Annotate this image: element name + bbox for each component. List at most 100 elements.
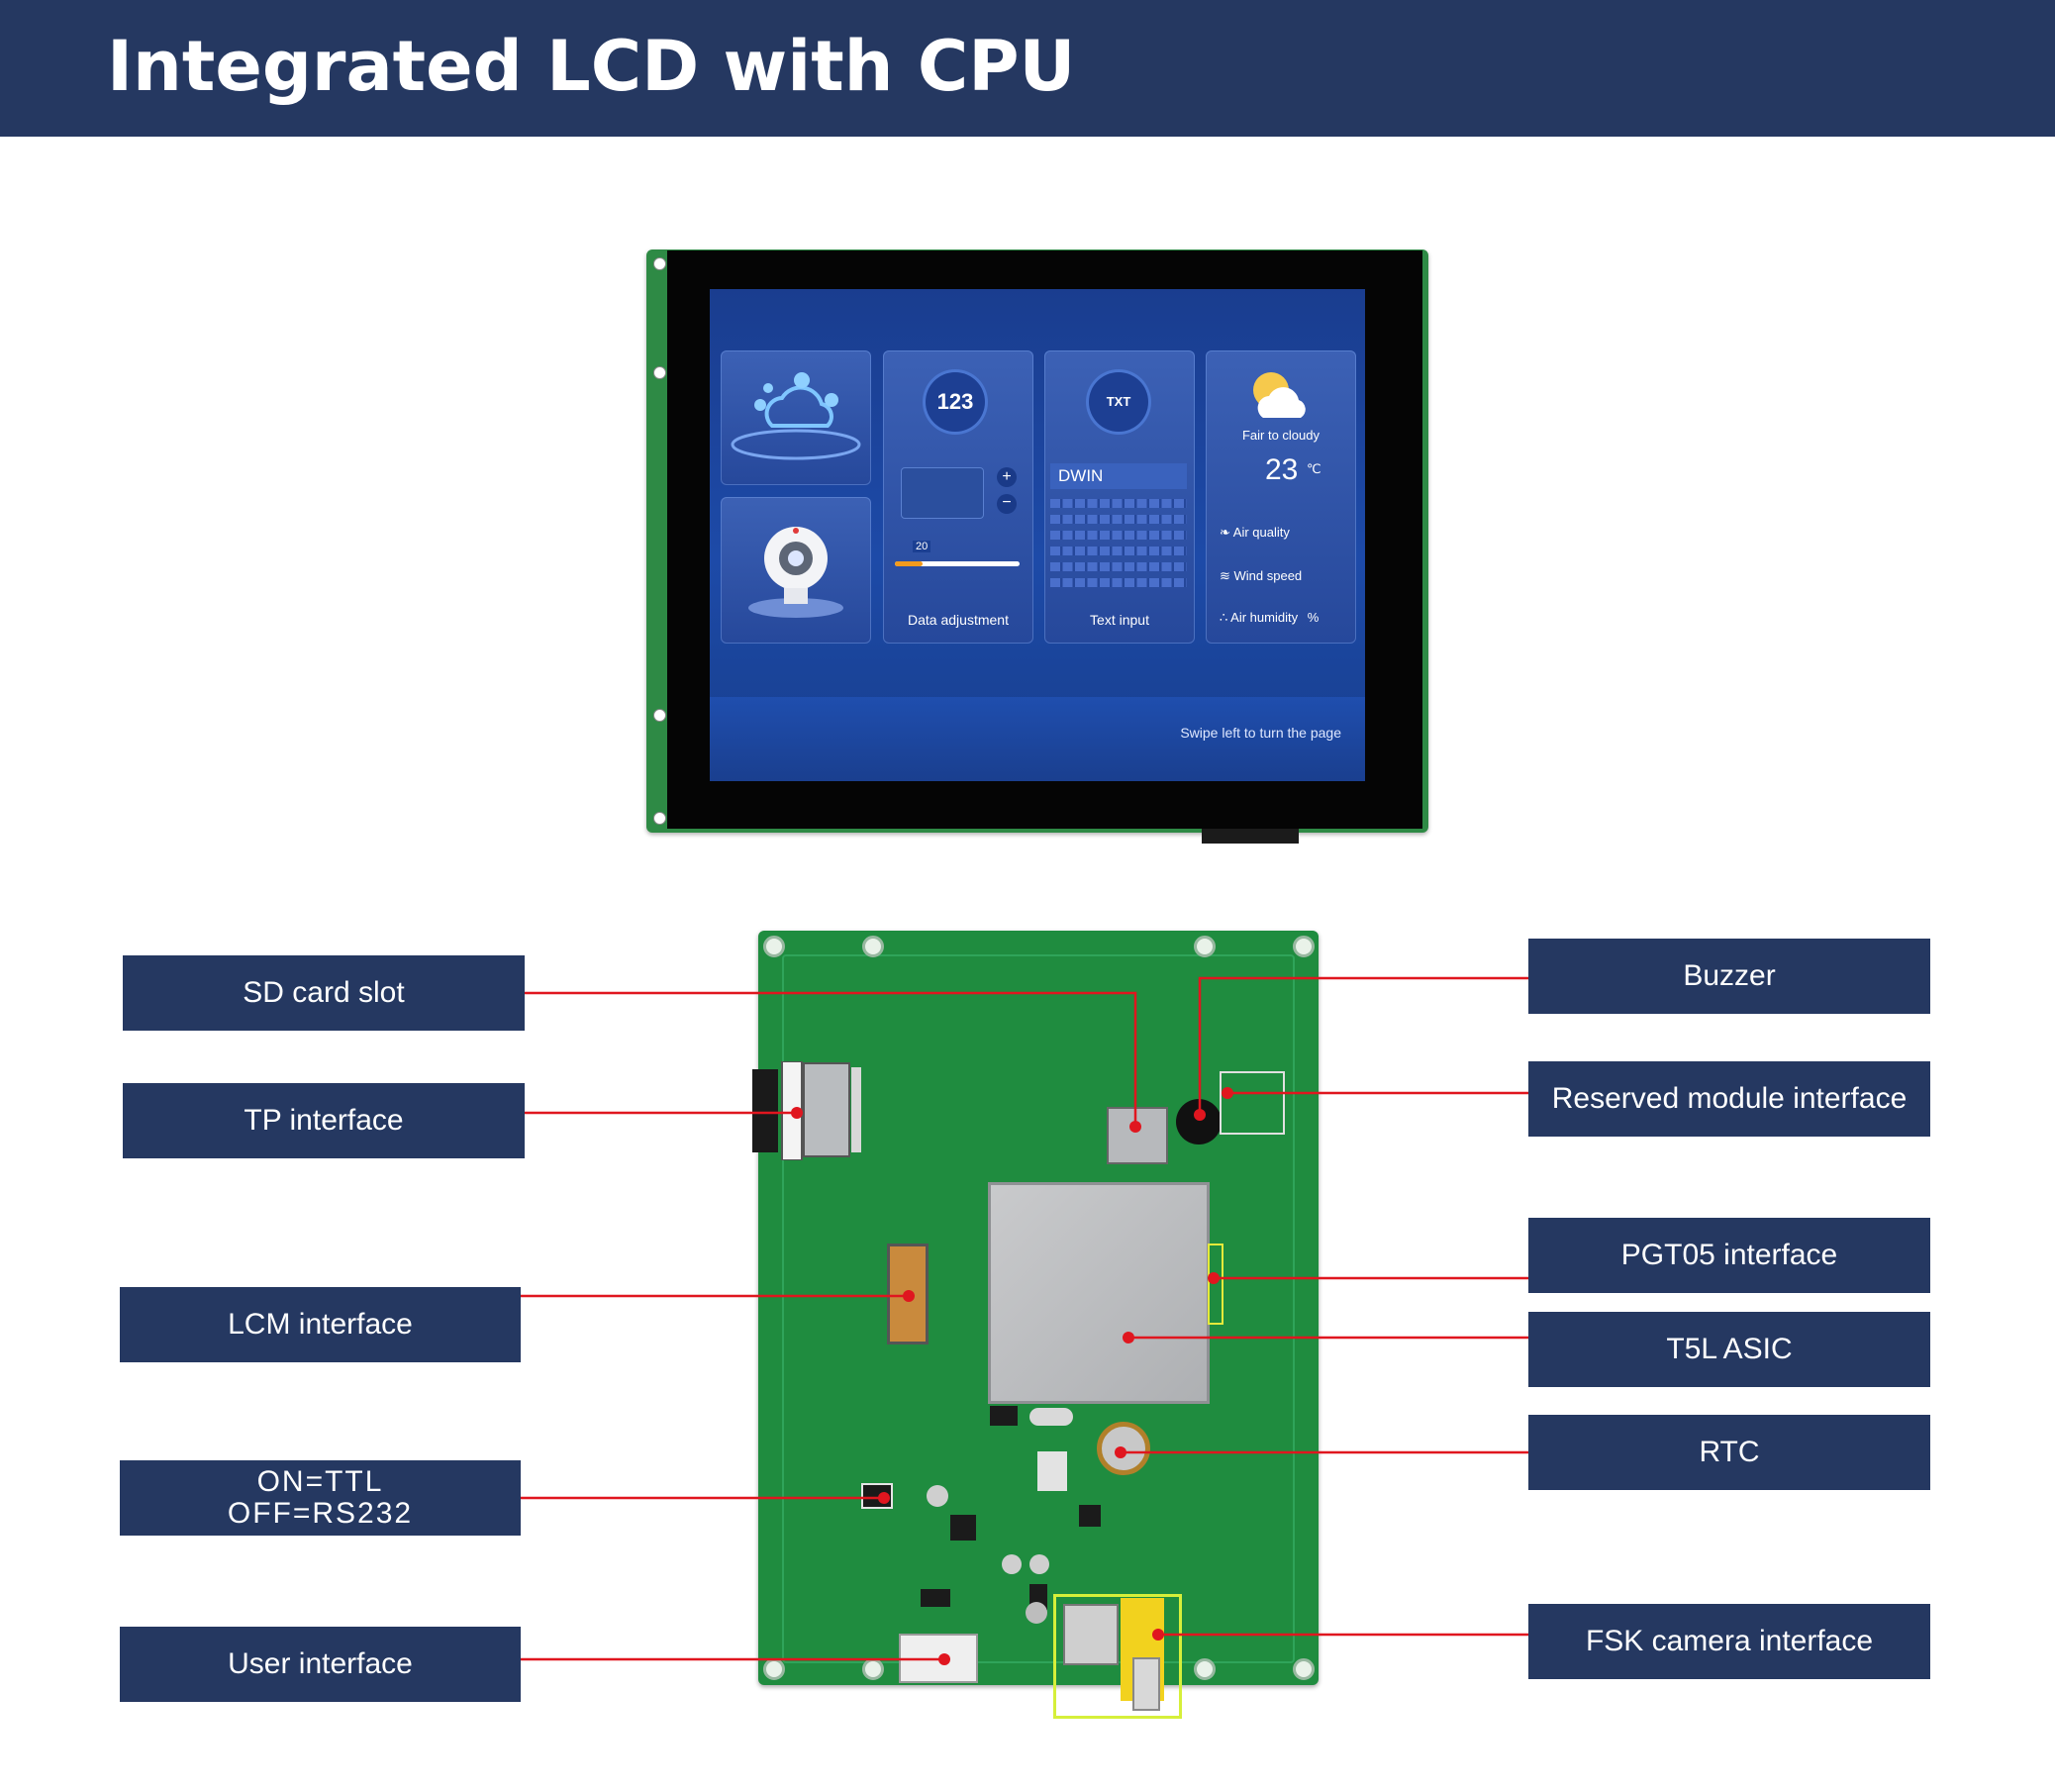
fsk-highlight-box [1053, 1594, 1182, 1719]
value-display [901, 467, 984, 519]
label-tp-interface: TP interface [123, 1083, 525, 1158]
mounting-hole [653, 709, 666, 722]
pcb-mounting-hole [1293, 936, 1315, 957]
cloud-network-icon [731, 372, 861, 460]
label-text: SD card slot [243, 976, 405, 1009]
ic-chip [921, 1589, 950, 1607]
leader-dot [938, 1653, 950, 1665]
inductor [1037, 1451, 1067, 1491]
pcb-silkscreen-outline [782, 954, 1295, 1663]
air-quality-label: Air quality [1232, 525, 1290, 540]
leaf-icon: ❧ [1220, 525, 1233, 540]
air-quality-row: ❧ Air quality [1220, 525, 1290, 541]
label-text: TP interface [244, 1104, 404, 1137]
tp-connector [752, 1061, 861, 1160]
slider-fill [895, 561, 923, 566]
pgt05-header [1208, 1244, 1223, 1325]
card-label: Text input [1090, 612, 1149, 628]
temperature-unit: ℃ [1307, 461, 1321, 476]
mounting-hole [653, 812, 666, 825]
weather-card[interactable]: Fair to cloudy 23 ℃ ❧ Air quality ≋ Wind… [1206, 350, 1356, 644]
leader-dot [903, 1290, 915, 1302]
leader-line-buzzer [1198, 976, 1528, 1115]
keyboard-row[interactable] [1050, 515, 1187, 524]
capacitor [927, 1485, 948, 1507]
sd-card-slot [1107, 1107, 1168, 1164]
text-input-card[interactable]: TXT DWIN Text input [1044, 350, 1195, 644]
screen-footer [710, 697, 1365, 781]
label-ttl-rs232: ON=TTL OFF=RS232 [120, 1460, 521, 1536]
plus-icon[interactable]: + [997, 467, 1017, 487]
label-text: Buzzer [1683, 959, 1776, 992]
label-lcm-interface: LCM interface [120, 1287, 521, 1362]
leader-dot [1129, 1121, 1141, 1133]
leader-dot [878, 1492, 890, 1504]
air-humidity-label: Air humidity [1230, 610, 1299, 625]
pcb-mounting-hole [763, 936, 785, 957]
label-rtc: RTC [1528, 1415, 1930, 1490]
wind-icon: ≋ [1220, 568, 1234, 583]
label-text: PGT05 interface [1620, 1239, 1838, 1271]
ic-chip [950, 1515, 976, 1541]
card-label: Data adjustment [908, 612, 1009, 628]
pcb-mounting-hole [862, 936, 884, 957]
leader-dot [1123, 1332, 1134, 1344]
data-adjustment-card[interactable]: 123 + − 20 Data adjustment [883, 350, 1033, 644]
swipe-hint: Swipe left to turn the page [1180, 725, 1341, 741]
cloud-card[interactable] [721, 350, 871, 485]
leader-dot [1152, 1629, 1164, 1641]
air-humidity-row: ∴ Air humidity % [1220, 610, 1319, 626]
header-bar: Integrated LCD with CPU [0, 0, 2055, 137]
pcb-mounting-hole [1194, 936, 1216, 957]
slider-track[interactable] [895, 561, 1020, 566]
label-text: User interface [228, 1647, 413, 1680]
label-text: Reserved module interface [1551, 1082, 1908, 1115]
txt-file-icon: TXT [1089, 372, 1148, 432]
leader-dot [1208, 1272, 1220, 1284]
reserved-module-header [1220, 1071, 1285, 1135]
capacitor [1026, 1602, 1047, 1624]
page-title: Integrated LCD with CPU [107, 26, 1076, 107]
leader-dot [791, 1107, 803, 1119]
label-pgt05: PGT05 interface [1528, 1218, 1930, 1293]
power-terminal [1063, 1604, 1119, 1665]
label-buzzer: Buzzer [1528, 939, 1930, 1014]
label-text: RTC [1699, 1436, 1760, 1468]
keyboard-row[interactable] [1050, 547, 1187, 555]
camera-card[interactable] [721, 497, 871, 644]
lcd-screen: 123 + − 20 Data adjustment TXT DWIN Text… [710, 289, 1365, 781]
label-text: LCM interface [228, 1308, 413, 1341]
mounting-hole [653, 257, 666, 270]
ic-chip [1079, 1505, 1101, 1527]
pcb-mounting-hole [1194, 1658, 1216, 1680]
fpc-cable [1202, 824, 1299, 844]
humidity-unit: % [1307, 610, 1320, 625]
label-reserved-module: Reserved module interface [1528, 1061, 1930, 1137]
label-user-interface: User interface [120, 1627, 521, 1702]
keyboard-row[interactable] [1050, 562, 1187, 571]
numeric-icon: 123 [926, 372, 985, 432]
ttl-rs232-switch[interactable] [861, 1483, 893, 1509]
label-fsk-camera: FSK camera interface [1528, 1604, 1930, 1679]
capacitor [1002, 1554, 1022, 1574]
minus-icon[interactable]: − [997, 494, 1017, 514]
leader-dot [1115, 1446, 1126, 1458]
ic-chip [990, 1406, 1018, 1426]
keyboard-row[interactable] [1050, 578, 1187, 587]
text-field[interactable]: DWIN [1050, 463, 1187, 489]
crystal [1029, 1408, 1073, 1426]
label-text: T5L ASIC [1666, 1333, 1793, 1365]
leader-dot [1194, 1109, 1206, 1121]
capacitor [1029, 1554, 1049, 1574]
mounting-hole [653, 366, 666, 379]
leader-dot [1222, 1087, 1233, 1099]
webcam-icon [748, 527, 843, 618]
wind-speed-label: Wind speed [1233, 568, 1303, 583]
label-text: ON=TTL [256, 1465, 384, 1498]
keyboard-row[interactable] [1050, 499, 1187, 508]
label-sd-card-slot: SD card slot [123, 955, 525, 1031]
keyboard-row[interactable] [1050, 531, 1187, 540]
label-t5l-asic: T5L ASIC [1528, 1312, 1930, 1387]
temperature: 23 [1265, 453, 1299, 486]
